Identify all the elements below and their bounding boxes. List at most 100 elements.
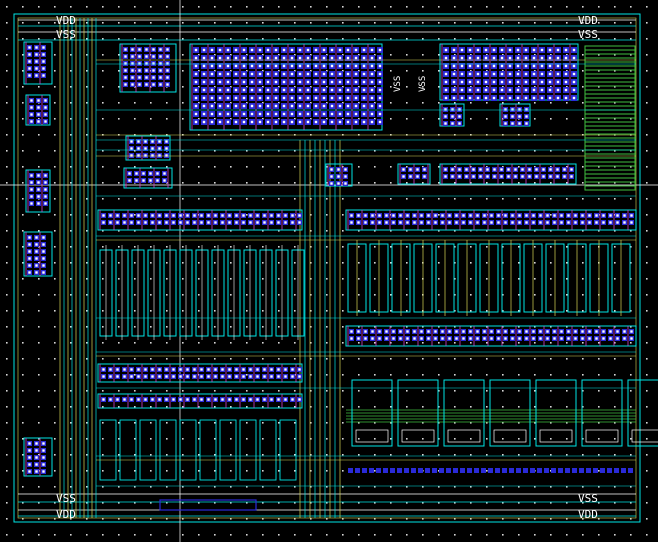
grid-dot — [70, 454, 72, 456]
grid-dot — [198, 198, 200, 200]
grid-dot — [214, 182, 216, 184]
grid-dot — [502, 294, 504, 296]
grid-dot — [214, 358, 216, 360]
grid-dot — [166, 118, 168, 120]
grid-dot — [550, 6, 552, 8]
via-dot — [291, 368, 294, 371]
contact-cell — [411, 468, 416, 473]
grid-dot — [6, 374, 8, 376]
grid-dot — [6, 22, 8, 24]
via-dot — [420, 221, 423, 224]
grid-dot — [438, 54, 440, 56]
grid-dot — [310, 294, 312, 296]
via-dot — [218, 120, 222, 124]
grid-dot — [566, 374, 568, 376]
via-dot — [266, 96, 270, 100]
via-dot — [452, 64, 456, 68]
grid-dot — [614, 246, 616, 248]
via-dot — [378, 56, 382, 60]
via-dot — [250, 120, 254, 124]
via-dot — [179, 375, 182, 378]
grid-dot — [390, 54, 392, 56]
grid-dot — [374, 502, 376, 504]
grid-dot — [422, 150, 424, 152]
grid-dot — [182, 438, 184, 440]
array-left-4-outline — [23, 231, 53, 277]
grid-dot — [550, 422, 552, 424]
grid-dot — [630, 150, 632, 152]
via-dot — [163, 172, 166, 175]
via-dot — [306, 64, 310, 68]
grid-dot — [246, 150, 248, 152]
grid-dot — [70, 294, 72, 296]
grid-dot — [86, 22, 88, 24]
via-dot — [448, 221, 451, 224]
via-dot — [362, 80, 366, 84]
grid-dot — [342, 182, 344, 184]
grid-dot — [6, 342, 8, 344]
grid-dot — [6, 182, 8, 184]
grid-dot — [374, 6, 376, 8]
grid-dot — [470, 246, 472, 248]
via-dot — [258, 88, 262, 92]
via-dot — [595, 337, 598, 340]
grid-dot — [118, 470, 120, 472]
via-dot — [202, 48, 206, 52]
via-dot — [35, 442, 38, 445]
grid-dot — [390, 358, 392, 360]
grid-dot — [550, 102, 552, 104]
grid-dot — [454, 86, 456, 88]
via-dot — [546, 214, 549, 217]
grid-dot — [294, 470, 296, 472]
via-dot — [630, 337, 633, 340]
grid-dot — [166, 534, 168, 536]
grid-dot — [598, 86, 600, 88]
grid-dot — [486, 70, 488, 72]
grid-dot — [646, 502, 648, 504]
grid-dot — [630, 118, 632, 120]
via-dot — [330, 48, 334, 52]
via-dot — [532, 88, 536, 92]
via-dot — [392, 337, 395, 340]
grid-dot — [182, 502, 184, 504]
via-dot — [235, 214, 238, 217]
via-dot — [346, 120, 350, 124]
grid-dot — [230, 182, 232, 184]
grid-dot — [246, 118, 248, 120]
via-dot — [234, 112, 238, 116]
via-dot — [553, 337, 556, 340]
grid-dot — [294, 454, 296, 456]
grid-dot — [550, 54, 552, 56]
via-dot — [370, 120, 374, 124]
via-dot — [508, 48, 512, 52]
grid-dot — [406, 6, 408, 8]
grid-dot — [198, 310, 200, 312]
grid-dot — [310, 502, 312, 504]
via-dot — [508, 56, 512, 60]
via-dot — [504, 221, 507, 224]
grid-dot — [150, 118, 152, 120]
grid-dot — [134, 22, 136, 24]
grid-dot — [54, 278, 56, 280]
grid-dot — [54, 54, 56, 56]
via-dot — [123, 375, 126, 378]
grid-dot — [54, 310, 56, 312]
grid-dot — [38, 310, 40, 312]
grid-dot — [486, 374, 488, 376]
grid-dot — [6, 358, 8, 360]
grid-dot — [342, 326, 344, 328]
via-dot — [525, 115, 528, 118]
via-dot — [378, 48, 382, 52]
grid-dot — [598, 406, 600, 408]
contact-cell — [544, 468, 549, 473]
via-dot — [284, 221, 287, 224]
grid-dot — [262, 118, 264, 120]
grid-dot — [102, 278, 104, 280]
grid-dot — [358, 534, 360, 536]
grid-dot — [358, 6, 360, 8]
via-dot — [37, 120, 40, 123]
via-dot — [172, 375, 175, 378]
grid-dot — [550, 246, 552, 248]
via-dot — [30, 174, 33, 177]
via-dot — [497, 330, 500, 333]
